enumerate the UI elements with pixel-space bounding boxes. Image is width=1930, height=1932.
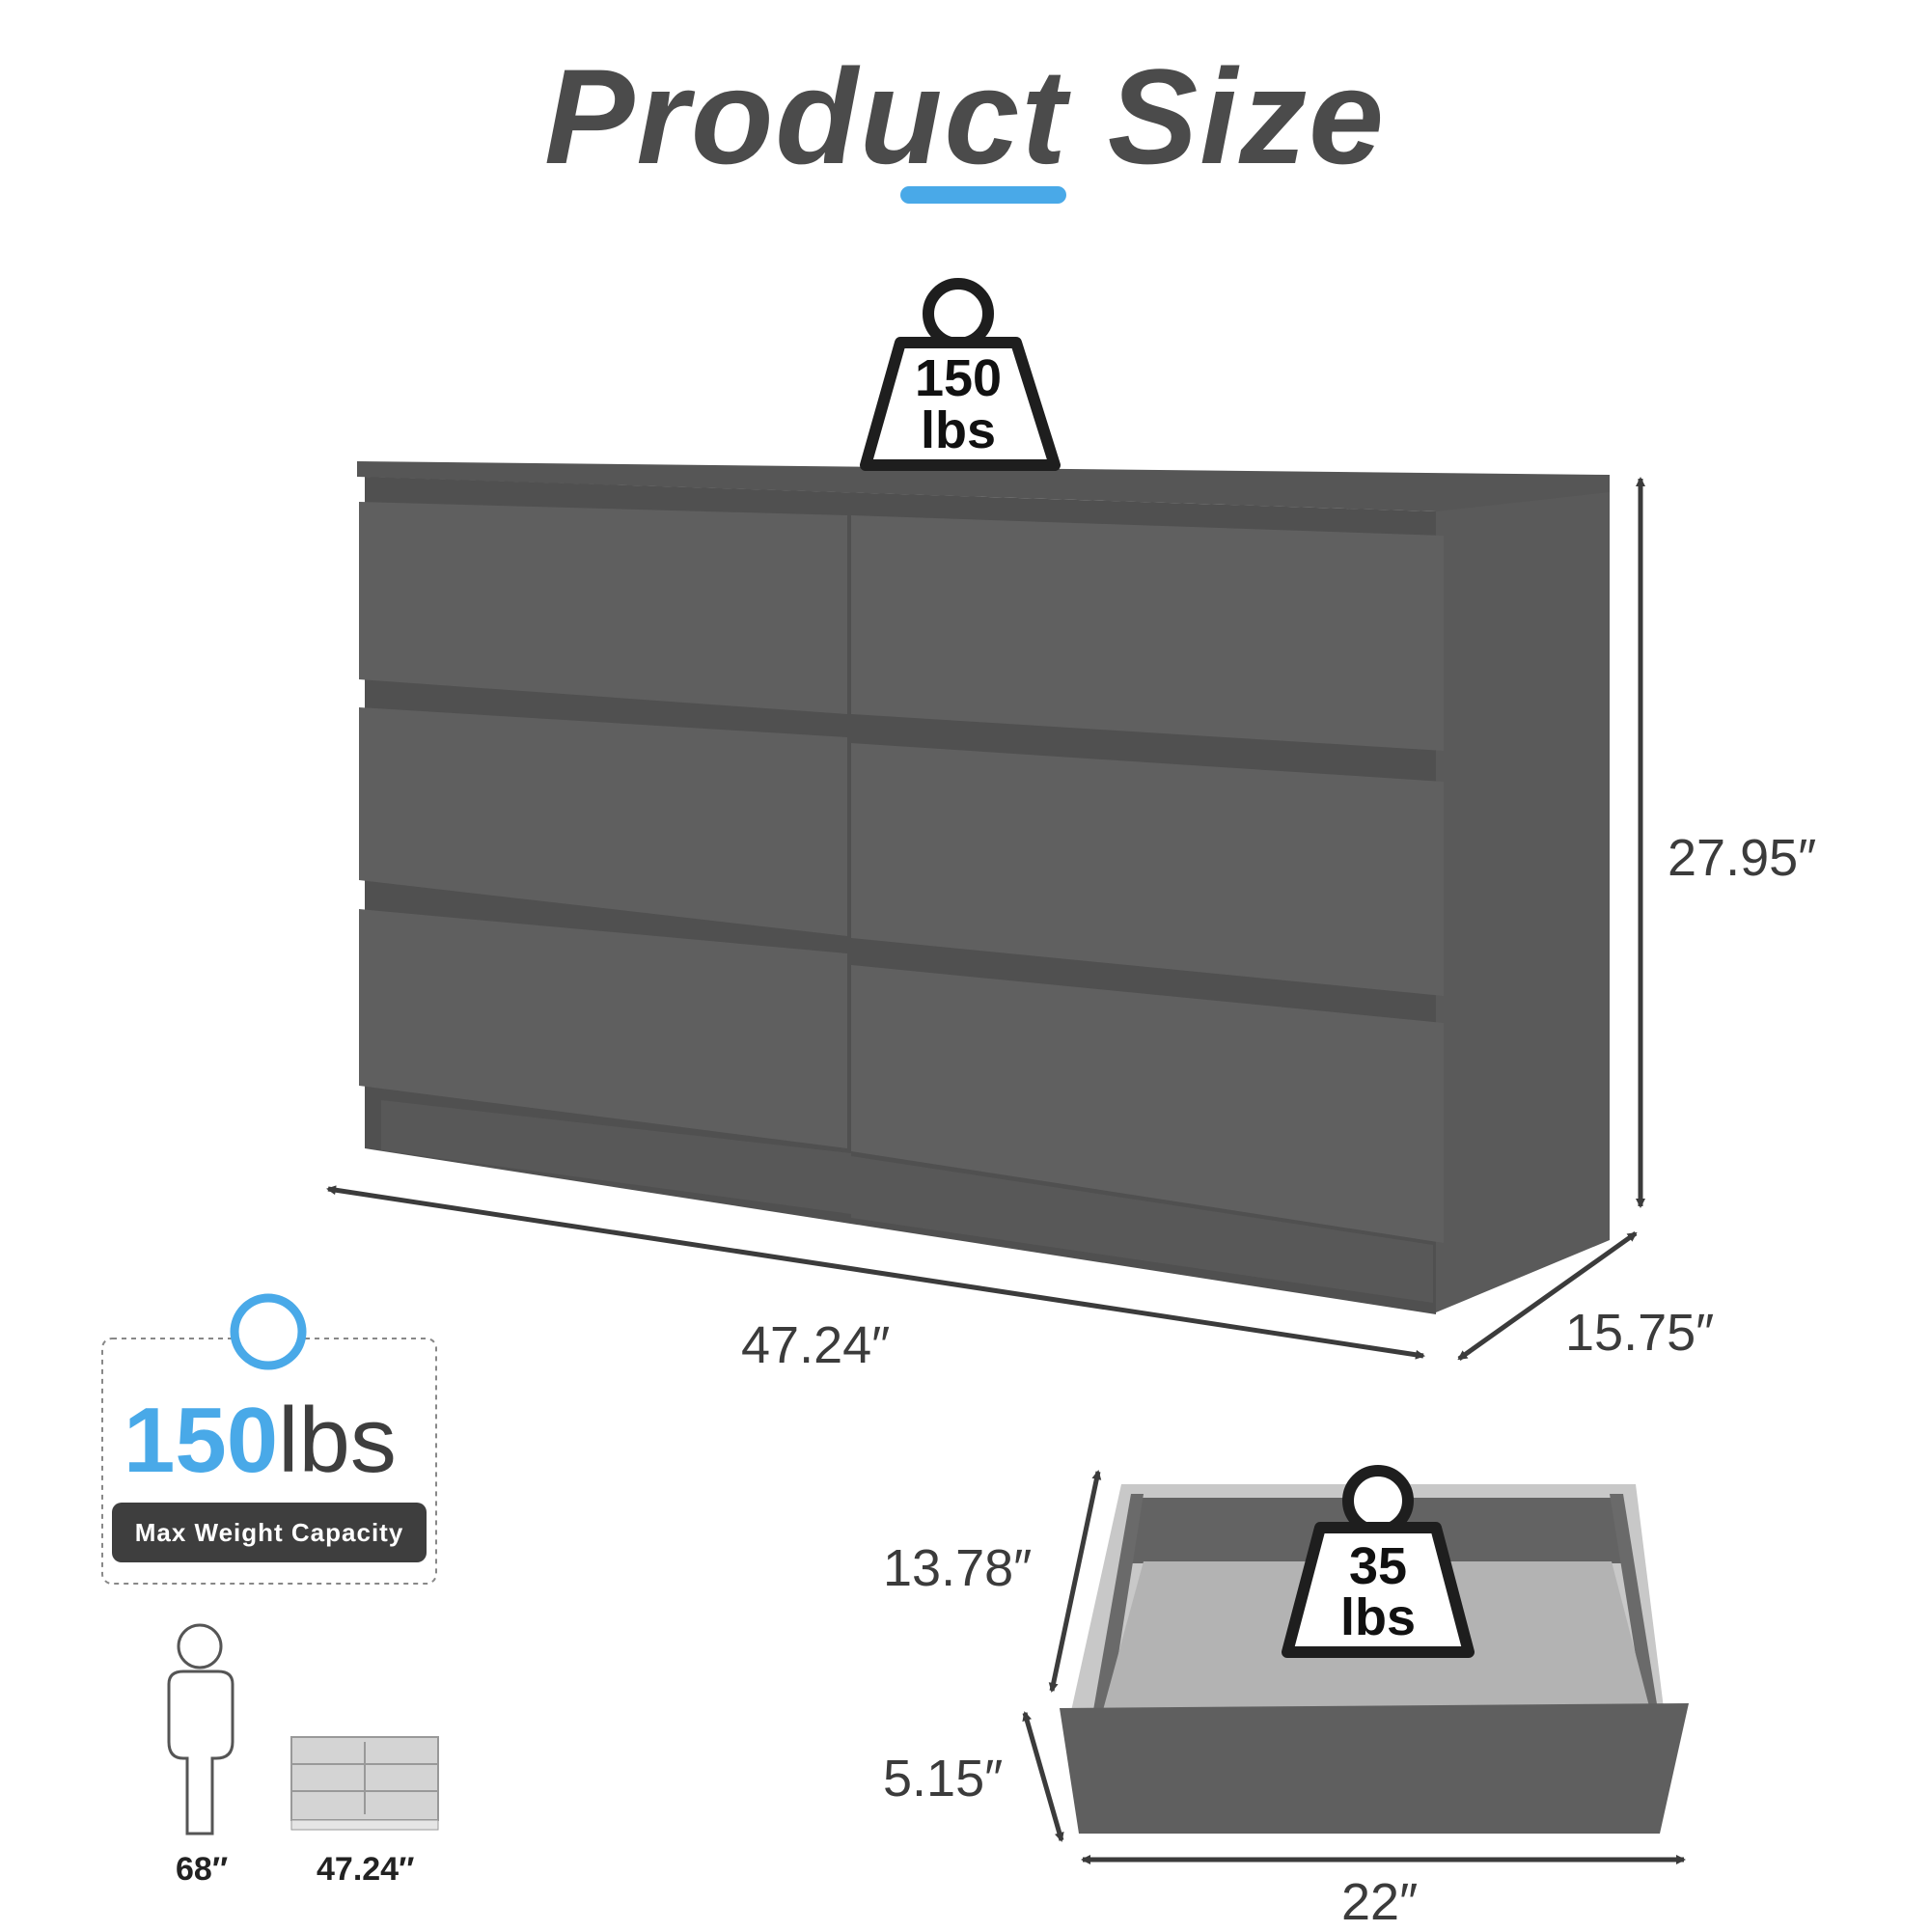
drawer-weight-unit: lbs xyxy=(1340,1588,1416,1646)
capacity-value-line: 150lbs xyxy=(124,1388,397,1494)
width-label: 47.24″ xyxy=(741,1316,891,1374)
drawer-depth-label: 13.78″ xyxy=(883,1539,1033,1597)
title-underline xyxy=(900,186,1066,204)
dresser-image xyxy=(357,461,1610,1314)
weight-35-icon: 35 lbs xyxy=(1282,1465,1475,1658)
person-height-label: 68″ xyxy=(176,1851,229,1888)
depth-arrow xyxy=(1457,1230,1638,1362)
capacity-label: Max Weight Capacity xyxy=(134,1518,404,1547)
drawer-height-arrow xyxy=(1022,1711,1064,1842)
drawer-depth-arrow xyxy=(1048,1470,1102,1693)
capacity-unit: lbs xyxy=(278,1389,397,1492)
top-weight-unit: lbs xyxy=(921,401,996,459)
capacity-value: 150 xyxy=(124,1389,279,1492)
top-weight-value: 150 xyxy=(915,349,1002,407)
page-title: Product Size xyxy=(544,41,1386,192)
capacity-card xyxy=(101,1293,437,1585)
weight-150-icon: 150 lbs xyxy=(860,278,1061,471)
drawer-weight-value: 35 xyxy=(1349,1537,1407,1595)
height-label: 27.95″ xyxy=(1668,829,1817,887)
drawer-height-label: 5.15″ xyxy=(883,1750,1004,1808)
drawer-width-label: 22″ xyxy=(1341,1873,1419,1931)
person-icon xyxy=(167,1623,234,1835)
mini-dresser-width-label: 47.24″ xyxy=(317,1851,415,1888)
depth-label: 15.75″ xyxy=(1565,1304,1715,1362)
mini-dresser-icon xyxy=(290,1736,439,1831)
width-arrow xyxy=(326,1185,1425,1360)
